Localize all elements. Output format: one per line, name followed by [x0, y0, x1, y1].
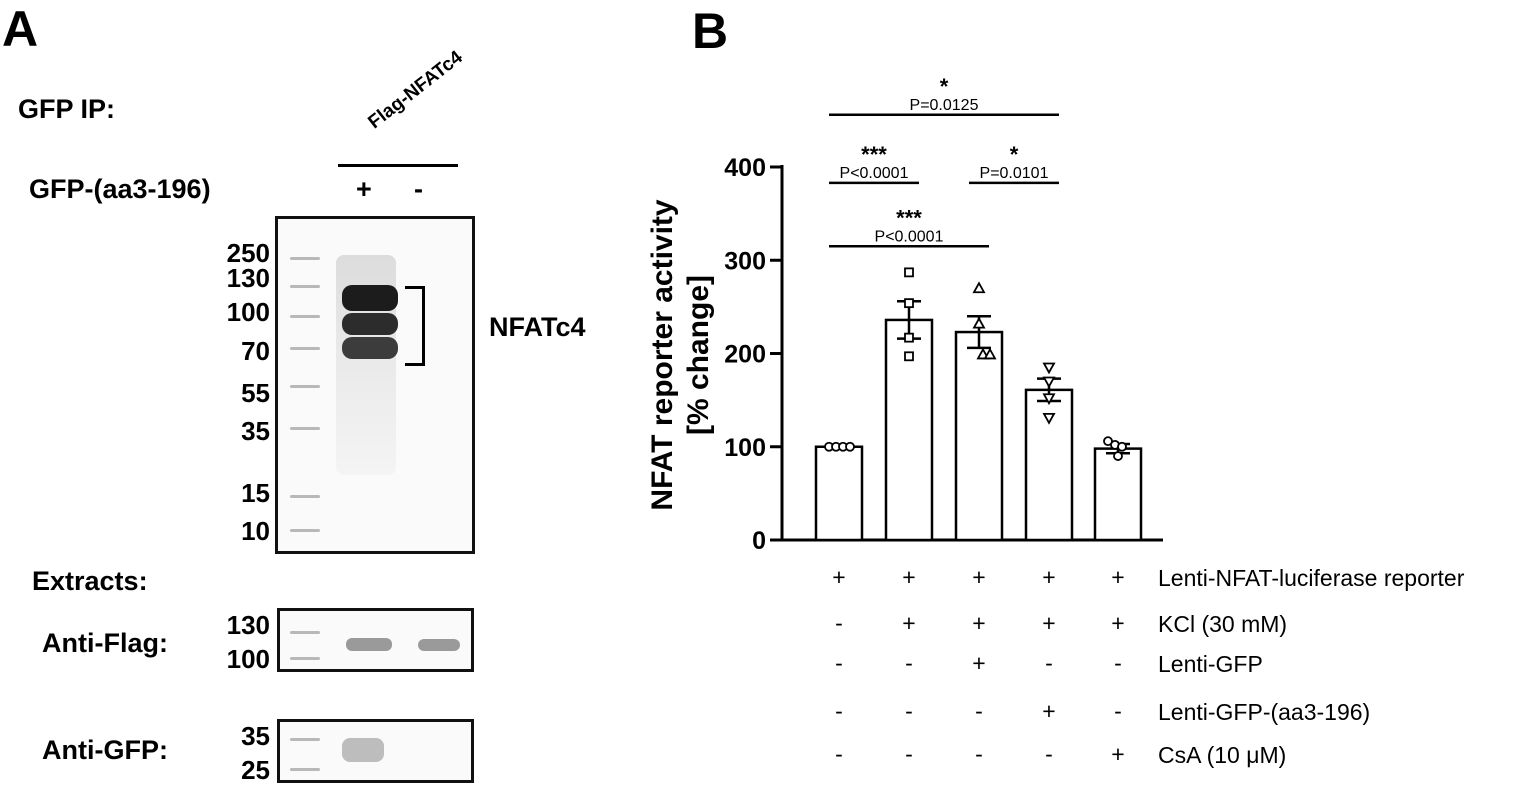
- condition-label: Lenti-GFP-(aa3-196): [1158, 699, 1371, 725]
- y-tick-label: 300: [724, 247, 766, 275]
- condition-sign: -: [905, 698, 913, 724]
- anti-flag-label: Anti-Flag:: [42, 628, 168, 658]
- condition-sign: -: [835, 741, 843, 767]
- flag-marker-130: 130: [226, 610, 270, 640]
- data-point: [904, 267, 914, 278]
- condition-label: Lenti-NFAT-luciferase reporter: [1158, 565, 1465, 591]
- ip-marker-250: 250: [226, 238, 270, 268]
- condition-sign: -: [835, 650, 843, 676]
- gfp-lane1-sign: +: [356, 174, 372, 204]
- gfp-marker-35: 35: [241, 721, 270, 751]
- data-point: [904, 298, 914, 309]
- condition-sign: -: [975, 698, 983, 724]
- flag-marker-100: 100: [226, 644, 270, 674]
- condition-sign: -: [975, 741, 983, 767]
- nfatc4-label: NFATc4: [489, 312, 586, 342]
- data-point: [1042, 412, 1056, 425]
- significance-p-value: P<0.0001: [875, 228, 944, 245]
- y-tick-label: 0: [752, 527, 766, 555]
- y-axis-label-line1: NFAT reporter activity: [646, 199, 679, 511]
- condition-sign: -: [1045, 650, 1053, 676]
- data-point: [904, 332, 914, 343]
- data-point: [1117, 441, 1127, 452]
- gfp-marker-25: 25: [241, 755, 270, 785]
- ip-marker-70: 70: [241, 336, 270, 366]
- condition-sign: -: [905, 741, 913, 767]
- data-point: [972, 281, 986, 294]
- condition-sign: +: [1111, 741, 1125, 767]
- gfp-aa3-196-row-label: GFP-(aa3-196): [29, 174, 211, 204]
- anti-flag-blot: [277, 608, 474, 672]
- data-point: [1042, 393, 1056, 406]
- gfp-ip-label: GFP IP:: [18, 94, 116, 124]
- panel-b-letter: B: [692, 3, 729, 59]
- flag-column-line: [338, 164, 458, 167]
- condition-label: CsA (10 μM): [1158, 742, 1287, 768]
- data-point: [904, 351, 914, 362]
- condition-sign: +: [902, 564, 916, 590]
- bar: [1093, 447, 1143, 542]
- extracts-label: Extracts:: [32, 566, 148, 596]
- ip-western-blot: [275, 216, 475, 554]
- condition-sign: -: [1045, 741, 1053, 767]
- y-tick-label: 400: [724, 154, 766, 182]
- condition-sign: +: [972, 610, 986, 636]
- condition-sign: +: [972, 650, 986, 676]
- nfatc4-bracket: [405, 286, 425, 366]
- condition-sign: -: [1114, 698, 1122, 724]
- condition-sign: +: [1042, 564, 1056, 590]
- data-point: [972, 316, 986, 329]
- bar: [814, 445, 864, 542]
- ip-marker-10: 10: [241, 516, 270, 546]
- significance-p-value: P=0.0101: [980, 165, 1049, 182]
- significance-stars: *: [940, 74, 949, 99]
- significance-p-value: P<0.0001: [840, 165, 909, 182]
- data-point: [1042, 376, 1056, 389]
- condition-sign: +: [1042, 698, 1056, 724]
- condition-sign: -: [835, 698, 843, 724]
- y-tick-label: 200: [724, 341, 766, 369]
- bar: [954, 330, 1004, 542]
- condition-label: KCl (30 mM): [1158, 611, 1288, 637]
- condition-sign: +: [1042, 610, 1056, 636]
- gfp-lane2-sign: -: [414, 174, 423, 204]
- significance-stars: *: [1010, 142, 1019, 167]
- ip-marker-100: 100: [226, 297, 270, 327]
- y-axis-label-line2: [% change]: [682, 275, 715, 435]
- ip-marker-35: 35: [241, 416, 270, 446]
- condition-sign: +: [1111, 564, 1125, 590]
- condition-sign: -: [835, 610, 843, 636]
- condition-sign: -: [905, 650, 913, 676]
- ip-marker-15: 15: [241, 478, 270, 508]
- condition-label: Lenti-GFP: [1158, 651, 1263, 677]
- anti-gfp-label: Anti-GFP:: [42, 735, 168, 765]
- ip-marker-130: 130: [226, 263, 270, 293]
- data-point: [1113, 451, 1123, 461]
- condition-sign: +: [902, 610, 916, 636]
- significance-stars: ***: [896, 205, 922, 230]
- bar: [1024, 388, 1074, 542]
- condition-sign: +: [1111, 610, 1125, 636]
- y-axis-label: NFAT reporter activity [% change]: [646, 199, 715, 511]
- condition-sign: +: [972, 564, 986, 590]
- data-point: [1042, 362, 1056, 375]
- data-point: [983, 347, 997, 360]
- data-point: [845, 441, 855, 452]
- y-tick-label: 100: [724, 434, 766, 462]
- significance-stars: ***: [861, 142, 887, 167]
- ip-marker-55: 55: [241, 378, 270, 408]
- significance-p-value: P=0.0125: [910, 97, 979, 114]
- condition-sign: -: [1114, 650, 1122, 676]
- anti-gfp-blot: [277, 719, 474, 783]
- panel-a-letter: A: [2, 1, 39, 57]
- condition-sign: +: [832, 564, 846, 590]
